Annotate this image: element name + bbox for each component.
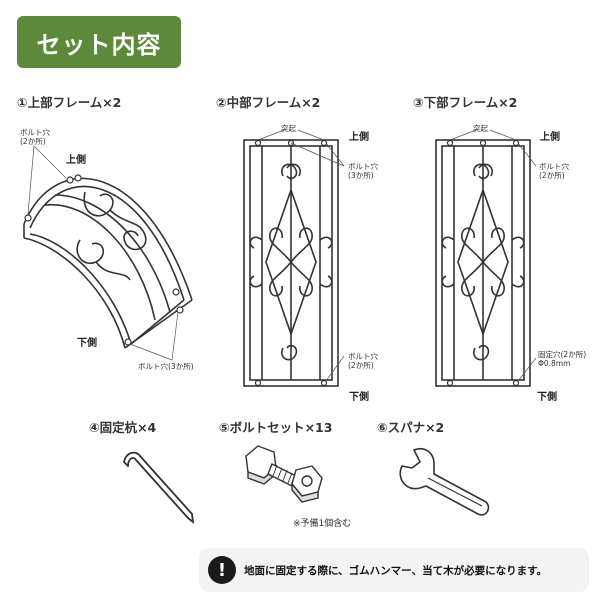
upper-bottom-side-label: 下側 bbox=[77, 338, 97, 349]
middle-top-side-label: 上側 bbox=[349, 132, 369, 143]
upper-frame-label: ①上部フレーム×2 bbox=[17, 95, 122, 110]
middle-bottom-side-label: 下側 bbox=[349, 392, 369, 403]
upper-top-side-label: 上側 bbox=[66, 155, 86, 166]
lower-frame-label: ③下部フレーム×2 bbox=[413, 95, 518, 110]
middle-bolt-hole-3-note: ボルト穴 (3か所) bbox=[348, 162, 378, 180]
exclamation-circle-icon: ! bbox=[208, 556, 236, 584]
lower-bottom-side-label: 下側 bbox=[537, 392, 557, 403]
lower-bolt-hole-2-note: ボルト穴 (2か所) bbox=[539, 162, 569, 180]
upper-bolt-hole-2-note: ボルト穴 (2か所) bbox=[20, 128, 50, 146]
bolt-set-label: ⑤ボルトセット×13 bbox=[219, 420, 333, 435]
notice-text: 地面に固定する際に、ゴムハンマー、当て木が必要になります。 bbox=[244, 564, 548, 577]
lower-top-side-label: 上側 bbox=[540, 132, 560, 143]
upper-bolt-hole-3-note: ボルト穴(3か所) bbox=[138, 362, 194, 371]
lower-fixing-hole-note: 固定穴(2か所) Φ0.8mm bbox=[538, 350, 587, 368]
notice-box: ! 地面に固定する際に、ゴムハンマー、当て木が必要になります。 bbox=[199, 548, 589, 592]
middle-frame-label: ②中部フレーム×2 bbox=[216, 95, 321, 110]
stake-label: ④固定杭×4 bbox=[89, 420, 157, 435]
bolt-spare-note: ※予備1個含む bbox=[293, 519, 352, 529]
middle-protrusion-label: 突起 bbox=[281, 124, 296, 133]
spanner-label: ⑥スパナ×2 bbox=[377, 420, 445, 435]
lower-protrusion-label: 突起 bbox=[473, 124, 488, 133]
page-title: セット内容 bbox=[17, 16, 181, 68]
middle-bolt-hole-2-note: ボルト穴 (2か所) bbox=[348, 352, 378, 370]
